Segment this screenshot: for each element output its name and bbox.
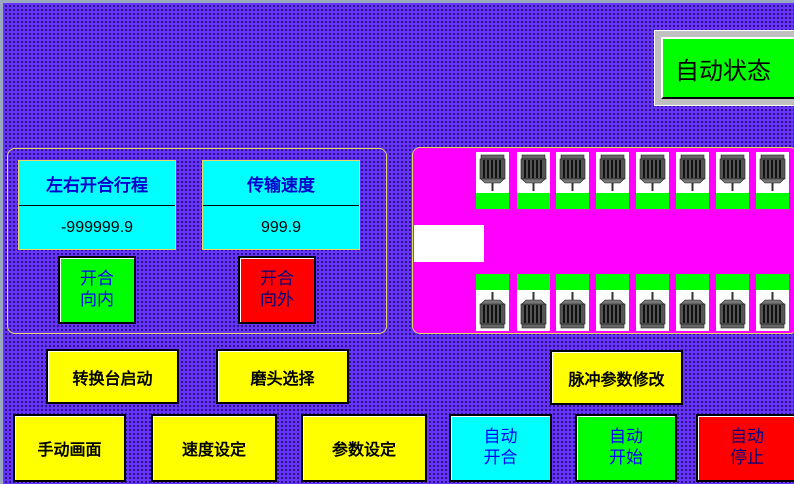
motor-status-pad	[636, 274, 669, 290]
motor-status-pad	[556, 274, 589, 290]
param-setting-button[interactable]: 参数设定	[301, 414, 427, 482]
manual-screen-label: 手动画面	[37, 440, 102, 459]
inward-line1: 开合	[80, 269, 114, 289]
motor-status-pad	[517, 274, 550, 290]
motor-bottom-8	[756, 274, 789, 331]
motor-status-pad	[636, 193, 669, 209]
motor-bottom-4	[596, 274, 629, 331]
motor-status-pad	[756, 274, 789, 290]
motor-bottom-2	[517, 274, 550, 331]
motor-top-6	[676, 152, 709, 209]
speed-setting-label: 速度设定	[181, 440, 246, 459]
auto-open-close-button[interactable]: 自动开合	[449, 414, 552, 482]
turntable-start-button[interactable]: 转换台启动	[46, 349, 179, 404]
motor-status-pad	[517, 193, 550, 209]
grinding-head-select-button[interactable]: 磨头选择	[216, 349, 349, 404]
travel-title: 左右开合行程	[19, 161, 175, 206]
speed-value: 999.9	[260, 218, 302, 236]
conveyor-white-block	[414, 225, 484, 262]
open-close-group	[7, 148, 387, 334]
auto-stop-line2: 停止	[730, 448, 764, 468]
speed-title: 传输速度	[203, 161, 359, 206]
window-frame-left	[0, 0, 3, 484]
auto-stop-button[interactable]: 自动停止	[696, 414, 794, 482]
motor-top-5	[636, 152, 669, 209]
pulse-param-modify-button[interactable]: 脉冲参数修改	[550, 350, 683, 405]
motor-status-pad	[716, 193, 749, 209]
motor-status-pad	[716, 274, 749, 290]
motor-status-pad	[476, 193, 509, 209]
speed-display: 传输速度 999.9	[202, 160, 360, 250]
grinding-head-select-label: 磨头选择	[250, 368, 315, 388]
motor-status-pad	[476, 274, 509, 290]
open-close-outward-button[interactable]: 开合向外	[238, 256, 316, 324]
motor-bottom-6	[676, 274, 709, 331]
auto-status-indicator: 自动状态	[654, 30, 794, 106]
motor-bottom-7	[716, 274, 749, 331]
turntable-start-label: 转换台启动	[72, 368, 153, 388]
motor-top-8	[756, 152, 789, 209]
motor-top-7	[716, 152, 749, 209]
motor-status-pad	[596, 193, 629, 209]
auto-start-line1: 自动	[609, 427, 643, 447]
outward-line2: 向外	[260, 290, 294, 310]
motor-top-1	[476, 152, 509, 209]
auto-status-label: 自动状态	[675, 56, 771, 85]
auto-open-close-line1: 自动	[483, 427, 518, 447]
motor-top-2	[517, 152, 550, 209]
auto-stop-line1: 自动	[730, 427, 764, 447]
motor-status-pad	[756, 193, 789, 209]
motor-status-pad	[596, 274, 629, 290]
motor-status-pad	[676, 193, 709, 209]
travel-display: 左右开合行程 -999999.9	[18, 160, 176, 250]
outward-line1: 开合	[260, 269, 294, 289]
inward-line2: 向内	[80, 290, 114, 310]
travel-value: -999999.9	[60, 218, 134, 236]
motor-top-4	[596, 152, 629, 209]
motor-bottom-1	[476, 274, 509, 331]
speed-setting-button[interactable]: 速度设定	[151, 414, 277, 482]
motor-status-pad	[556, 193, 589, 209]
window-frame-top	[0, 0, 794, 3]
motor-top-3	[556, 152, 589, 209]
manual-screen-button[interactable]: 手动画面	[13, 414, 126, 482]
auto-open-close-line2: 开合	[483, 448, 518, 468]
open-close-inward-button[interactable]: 开合向内	[58, 256, 136, 324]
motor-status-pad	[676, 274, 709, 290]
motor-bottom-5	[636, 274, 669, 331]
auto-start-line2: 开始	[609, 448, 643, 468]
pulse-param-modify-label: 脉冲参数修改	[568, 369, 665, 389]
motor-bottom-3	[556, 274, 589, 331]
auto-start-button[interactable]: 自动开始	[575, 414, 677, 482]
param-setting-label: 参数设定	[331, 440, 396, 459]
